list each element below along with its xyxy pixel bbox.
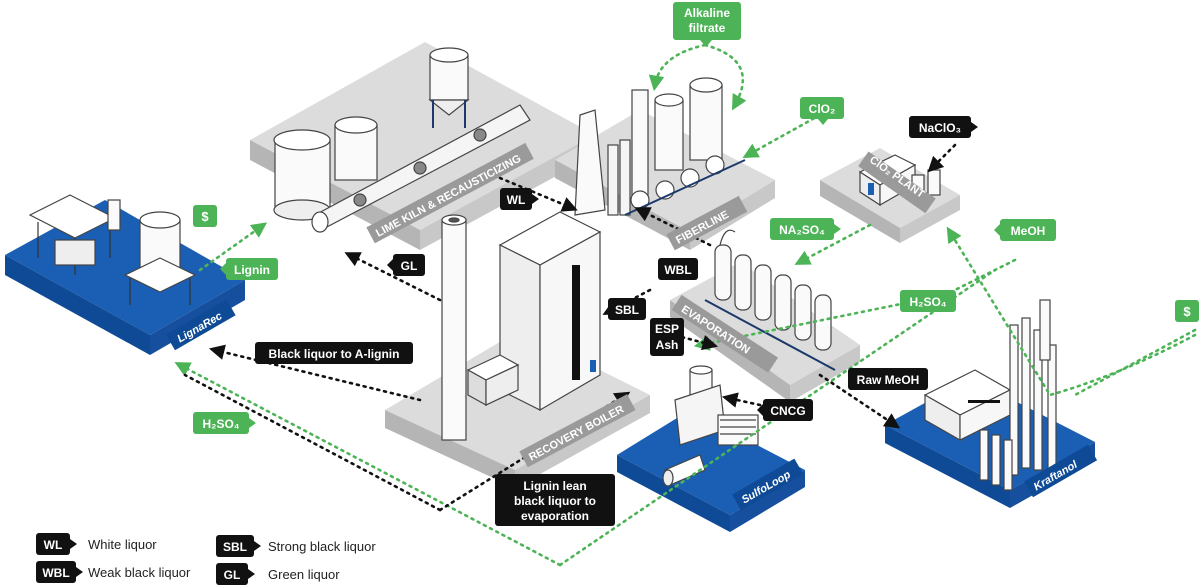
- svg-text:ClO₂: ClO₂: [809, 102, 836, 116]
- tag-h2so4-right: H₂SO₄: [900, 290, 956, 312]
- tag-cncg: CNCG: [757, 399, 813, 421]
- kraftanol-equipment: [923, 299, 1057, 491]
- tag-sbl: SBL: [608, 298, 646, 320]
- tag-lignin: Lignin: [220, 258, 278, 280]
- legend: WL White liquor WBL Weak black liquor SB…: [36, 533, 376, 585]
- svg-text:H₂SO₄: H₂SO₄: [909, 295, 946, 309]
- clo2-flow: [742, 113, 822, 159]
- lignarec-equipment: [28, 194, 197, 305]
- svg-text:CNCG: CNCG: [770, 404, 805, 418]
- svg-text:SBL: SBL: [223, 540, 247, 554]
- tag-alkaline-filtrate: Alkaline filtrate: [673, 2, 741, 47]
- svg-text:GL: GL: [224, 568, 241, 582]
- tag-wbl: WBL: [658, 258, 698, 280]
- tag-dollar-left: $: [193, 205, 217, 227]
- svg-text:H₂SO₄: H₂SO₄: [202, 417, 239, 431]
- tag-dollar-right: $: [1175, 300, 1199, 322]
- svg-text:black liquor to: black liquor to: [514, 494, 596, 508]
- tag-naclo3: NaClO₃: [909, 116, 978, 138]
- svg-text:ESP: ESP: [655, 322, 679, 336]
- svg-text:$: $: [1183, 304, 1191, 319]
- tag-meoh: MeOH: [994, 219, 1056, 241]
- svg-text:NA₂SO₄: NA₂SO₄: [779, 223, 825, 237]
- svg-text:WL: WL: [44, 538, 63, 552]
- wbl-flow: [634, 207, 712, 247]
- meoh-flow: [946, 226, 1197, 397]
- alkaline-filtrate-flow: [703, 43, 747, 111]
- svg-text:SBL: SBL: [615, 303, 639, 317]
- alkaline-filtrate-flow-2: [648, 43, 707, 92]
- dollar-right-flow: [1073, 328, 1197, 397]
- lignin-lean-flow: [183, 373, 442, 512]
- recovery-boiler-equipment: [441, 211, 602, 441]
- tag-lignin-lean: Lignin lean black liquor to evaporation: [495, 474, 615, 526]
- h2so4-left-flow: [174, 362, 562, 567]
- svg-text:Weak black liquor: Weak black liquor: [88, 565, 191, 580]
- tag-raw-meoh: Raw MeOH: [848, 368, 928, 390]
- svg-text:Lignin lean: Lignin lean: [523, 479, 586, 493]
- svg-text:Black liquor to A-lignin: Black liquor to A-lignin: [269, 347, 400, 361]
- legend-item-wl: WL White liquor: [36, 533, 157, 555]
- svg-text:GL: GL: [401, 259, 418, 273]
- gl-flow: [344, 252, 442, 302]
- svg-text:WBL: WBL: [42, 566, 69, 580]
- svg-text:Alkaline: Alkaline: [684, 6, 730, 20]
- svg-text:Raw MeOH: Raw MeOH: [857, 373, 920, 387]
- tag-gl: GL: [387, 254, 425, 276]
- fiberline-equipment: [574, 77, 746, 216]
- legend-item-wbl: WBL Weak black liquor: [36, 561, 191, 583]
- svg-text:$: $: [201, 209, 209, 224]
- cncg-flow: [721, 392, 762, 408]
- tag-clo2: ClO₂: [800, 97, 844, 125]
- lime-kiln-equipment: [273, 47, 531, 233]
- legend-item-sbl: SBL Strong black liquor: [216, 535, 376, 557]
- legend-item-gl: GL Green liquor: [216, 563, 340, 585]
- lignin-flow: [198, 222, 268, 272]
- svg-text:WBL: WBL: [664, 263, 691, 277]
- svg-text:Ash: Ash: [656, 338, 679, 352]
- svg-text:evaporation: evaporation: [521, 509, 589, 523]
- a-lignin-flow: [208, 344, 422, 402]
- tag-esp-ash: ESP Ash: [650, 318, 684, 356]
- tag-na2so4: NA₂SO₄: [770, 218, 841, 240]
- tag-wl: WL: [500, 188, 539, 210]
- svg-text:WL: WL: [507, 193, 526, 207]
- wl-flow: [498, 176, 578, 212]
- svg-text:NaClO₃: NaClO₃: [919, 121, 961, 135]
- svg-text:MeOH: MeOH: [1011, 224, 1046, 238]
- svg-text:Lignin: Lignin: [234, 263, 270, 277]
- tag-h2so4-left: H₂SO₄: [193, 412, 256, 434]
- na2so4-flow: [794, 223, 872, 265]
- svg-text:filtrate: filtrate: [689, 21, 726, 35]
- raw-meoh-flow: [818, 373, 901, 429]
- tag-black-liquor-a-lignin: Black liquor to A-lignin: [255, 342, 413, 364]
- svg-text:Strong black liquor: Strong black liquor: [268, 539, 376, 554]
- svg-text:Green liquor: Green liquor: [268, 567, 340, 582]
- naclo3-flow: [927, 143, 957, 173]
- svg-text:White liquor: White liquor: [88, 537, 157, 552]
- evaporation-equipment: [704, 229, 836, 371]
